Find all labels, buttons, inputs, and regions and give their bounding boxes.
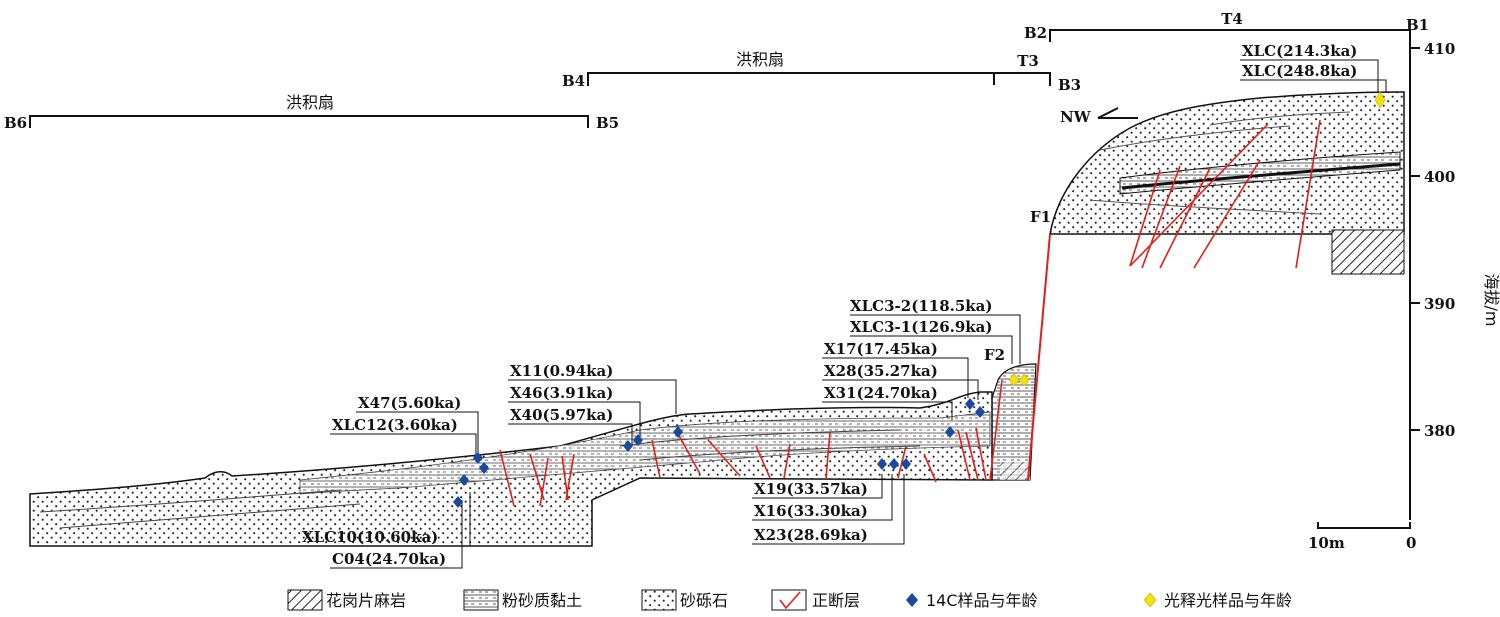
section-brackets — [29, 29, 1411, 128]
t4-granite — [1331, 229, 1405, 275]
orientation-label: NW — [1060, 108, 1092, 126]
t4-silt-band — [1119, 151, 1401, 195]
osl-markers — [1008, 91, 1386, 387]
sample-xlc3-2: XLC3-2(118.5ka) — [850, 297, 993, 315]
label-b6: B6 — [4, 114, 27, 132]
sample-x47: X47(5.60ka) — [358, 394, 461, 412]
elevation-axis — [1409, 42, 1420, 520]
scale-bar — [1317, 522, 1411, 529]
fault-f2 — [989, 379, 1003, 481]
deposits — [29, 91, 1405, 547]
fault-label-f2: F2 — [984, 346, 1005, 364]
sample-x11: X11(0.94ka) — [510, 362, 613, 380]
legend-fault-icon — [779, 591, 801, 610]
legend-silt-label: 粉砂质黏土 — [502, 591, 582, 610]
t4-gravel — [1049, 91, 1405, 235]
sample-x28: X28(35.27ka) — [824, 362, 938, 380]
sample-x31: X31(24.70ka) — [824, 384, 938, 402]
scale-left-label: 10m — [1308, 534, 1345, 552]
elev-tick-410: 410 — [1424, 40, 1455, 58]
sample-x46: X46(3.91ka) — [510, 384, 613, 402]
elevation-axis-label: 海拔/m — [1482, 274, 1500, 327]
legend-c14-label: 14C样品与年龄 — [926, 591, 1038, 610]
legend-fault-label: 正断层 — [812, 591, 860, 610]
label-fan-left: 洪积扇 — [286, 93, 334, 112]
sample-xlc3-1: XLC3-1(126.9ka) — [850, 318, 993, 336]
label-t4: T4 — [1221, 10, 1243, 28]
fault-lines — [499, 119, 1321, 507]
sample-x17: X17(17.45ka) — [824, 340, 938, 358]
sample-xlc-248: XLC(248.8ka) — [1242, 62, 1357, 80]
scale-right-label: 0 — [1406, 534, 1416, 552]
orientation-arrow — [1097, 107, 1138, 119]
c14-markers — [453, 398, 985, 508]
sample-x40: X40(5.97ka) — [510, 406, 613, 424]
label-b5: B5 — [596, 114, 619, 132]
elev-tick-400: 400 — [1424, 168, 1455, 186]
legend-fault-swatch — [771, 589, 807, 611]
sample-x19: X19(33.57ka) — [754, 480, 868, 498]
label-b2: B2 — [1024, 24, 1047, 42]
legend-granite-label: 花岗片麻岩 — [326, 591, 406, 610]
sample-leaders — [300, 59, 1387, 569]
label-fan-mid: 洪积扇 — [736, 50, 784, 69]
legend-c14-icon — [906, 593, 918, 607]
fault-label-f1: F1 — [1030, 208, 1051, 226]
legend-gravel-swatch — [641, 589, 677, 611]
legend-osl-icon — [1143, 592, 1157, 608]
sample-xlc-214: XLC(214.3ka) — [1242, 42, 1357, 60]
legend-granite-swatch — [287, 589, 323, 611]
sample-labels: XLC(214.3ka) XLC(248.8ka) XLC3-2(118.5ka… — [302, 42, 1357, 568]
legend-osl-label: 光释光样品与年龄 — [1164, 591, 1292, 610]
legend-gravel-label: 砂砾石 — [680, 591, 728, 610]
fault-f1 — [1027, 233, 1051, 481]
label-b4: B4 — [562, 72, 585, 90]
elev-tick-390: 390 — [1424, 295, 1455, 313]
legend: 花岗片麻岩 粉砂质黏土 砂砾石 正断层 14C样品与年龄 光释光样品与年龄 — [287, 589, 1292, 611]
elev-tick-380: 380 — [1424, 422, 1455, 440]
sample-xlc10: XLC10(10.60ka) — [302, 528, 438, 546]
label-b3: B3 — [1058, 76, 1081, 94]
sample-c04: C04(24.70ka) — [332, 550, 446, 568]
sample-x23: X23(28.69ka) — [754, 526, 868, 544]
label-b1: B1 — [1406, 16, 1429, 34]
sample-x16: X16(33.30ka) — [754, 502, 868, 520]
label-t3: T3 — [1017, 52, 1039, 70]
sample-xlc12: XLC12(3.60ka) — [332, 416, 458, 434]
legend-silt-swatch — [463, 589, 499, 611]
